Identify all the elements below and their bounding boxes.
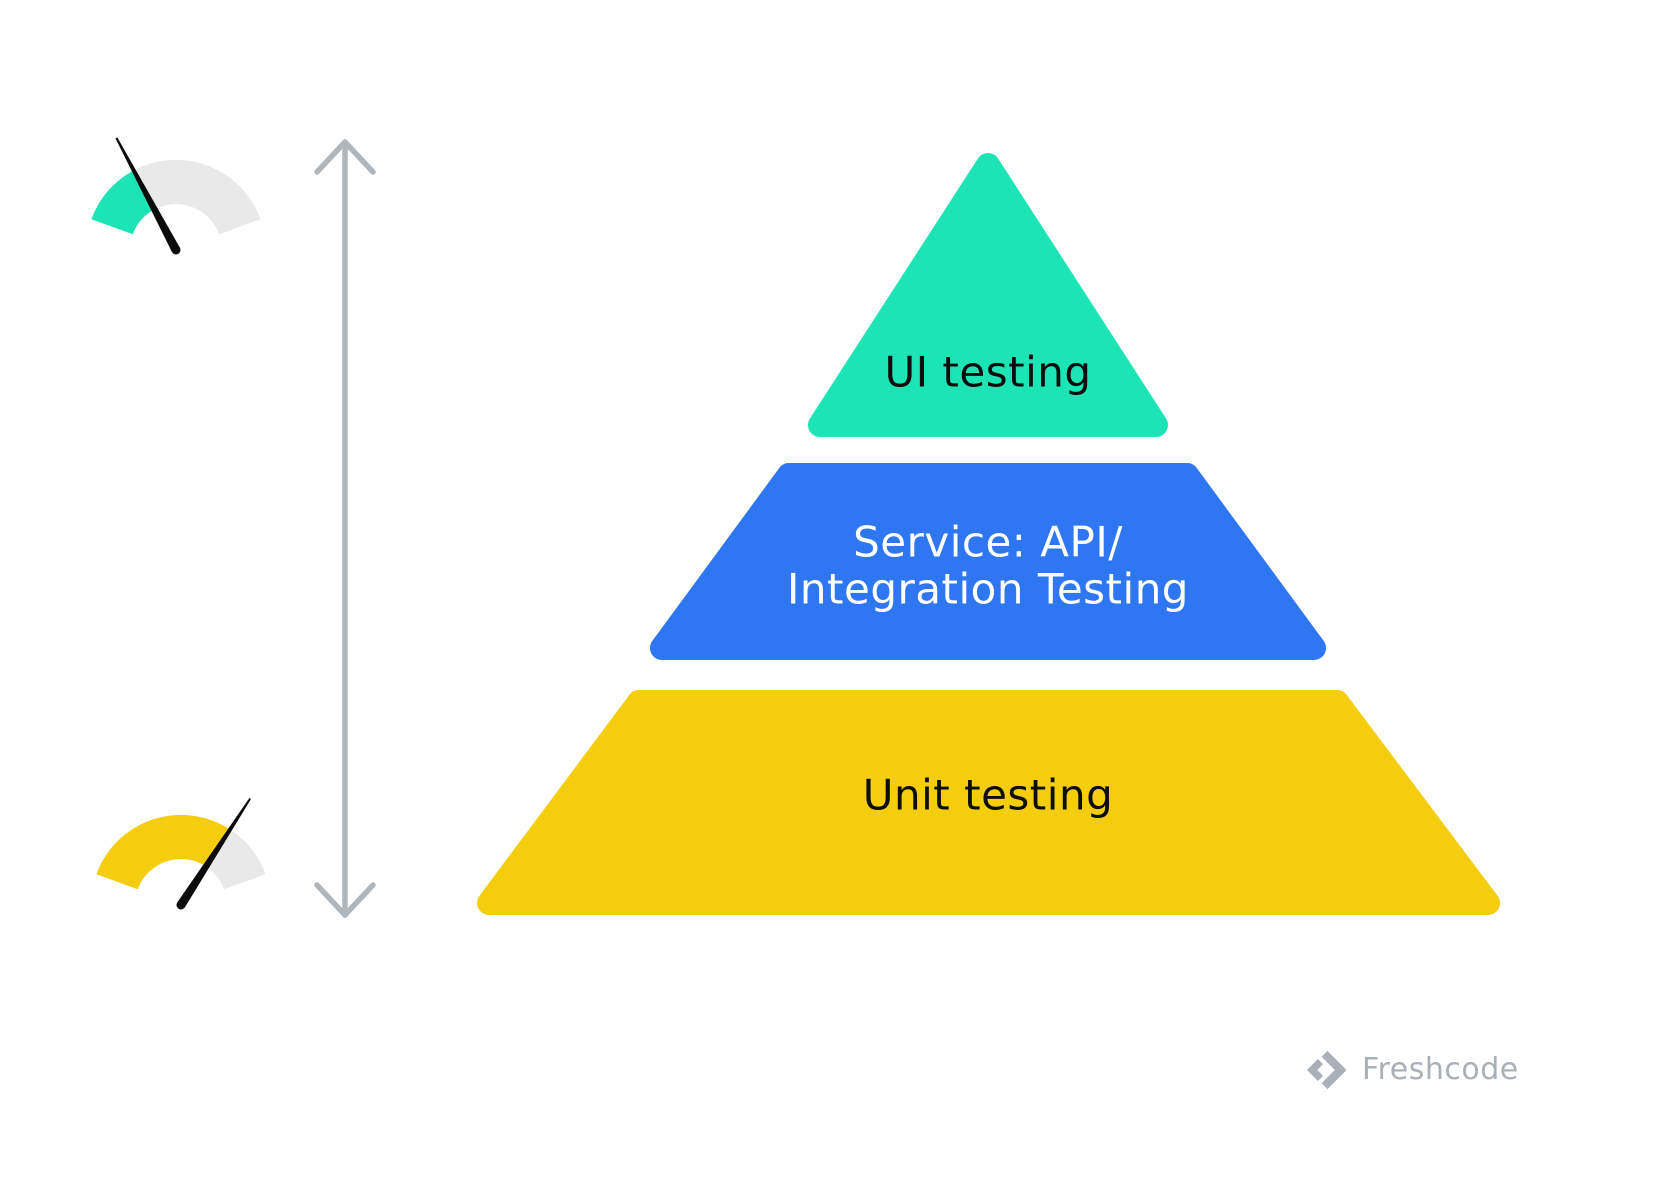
- pyramid-level-service: [650, 463, 1326, 660]
- gauge-needle-icon: [176, 798, 251, 910]
- speed-gauge-bottom: [96, 798, 266, 910]
- freshcode-logo: Freshcode: [1304, 1048, 1519, 1092]
- label-unit-testing: Unit testing: [862, 770, 1114, 820]
- arrow-head-down-icon: [314, 882, 376, 918]
- label-service-testing: Service: API/ Integration Testing: [787, 517, 1189, 614]
- pyramid-level-unit: [477, 690, 1500, 915]
- pyramid: [477, 153, 1500, 915]
- freshcode-diamond-icon: [1306, 1050, 1347, 1090]
- freshcode-logo-text: Freshcode: [1362, 1052, 1519, 1087]
- speed-gauge-top: [91, 137, 261, 255]
- label-service-line2: Integration Testing: [787, 565, 1189, 614]
- gauge-fill-arc-teal: [91, 170, 155, 235]
- gauge-fill-arc-yellow: [96, 814, 231, 890]
- pyramid-level-ui: [808, 153, 1168, 437]
- gauge-needle-icon: [115, 137, 181, 255]
- label-service-line1: Service: API/: [853, 517, 1123, 567]
- arrow-head-up-icon: [314, 139, 376, 175]
- label-ui-testing: UI testing: [884, 347, 1092, 397]
- double-arrow: [314, 139, 376, 918]
